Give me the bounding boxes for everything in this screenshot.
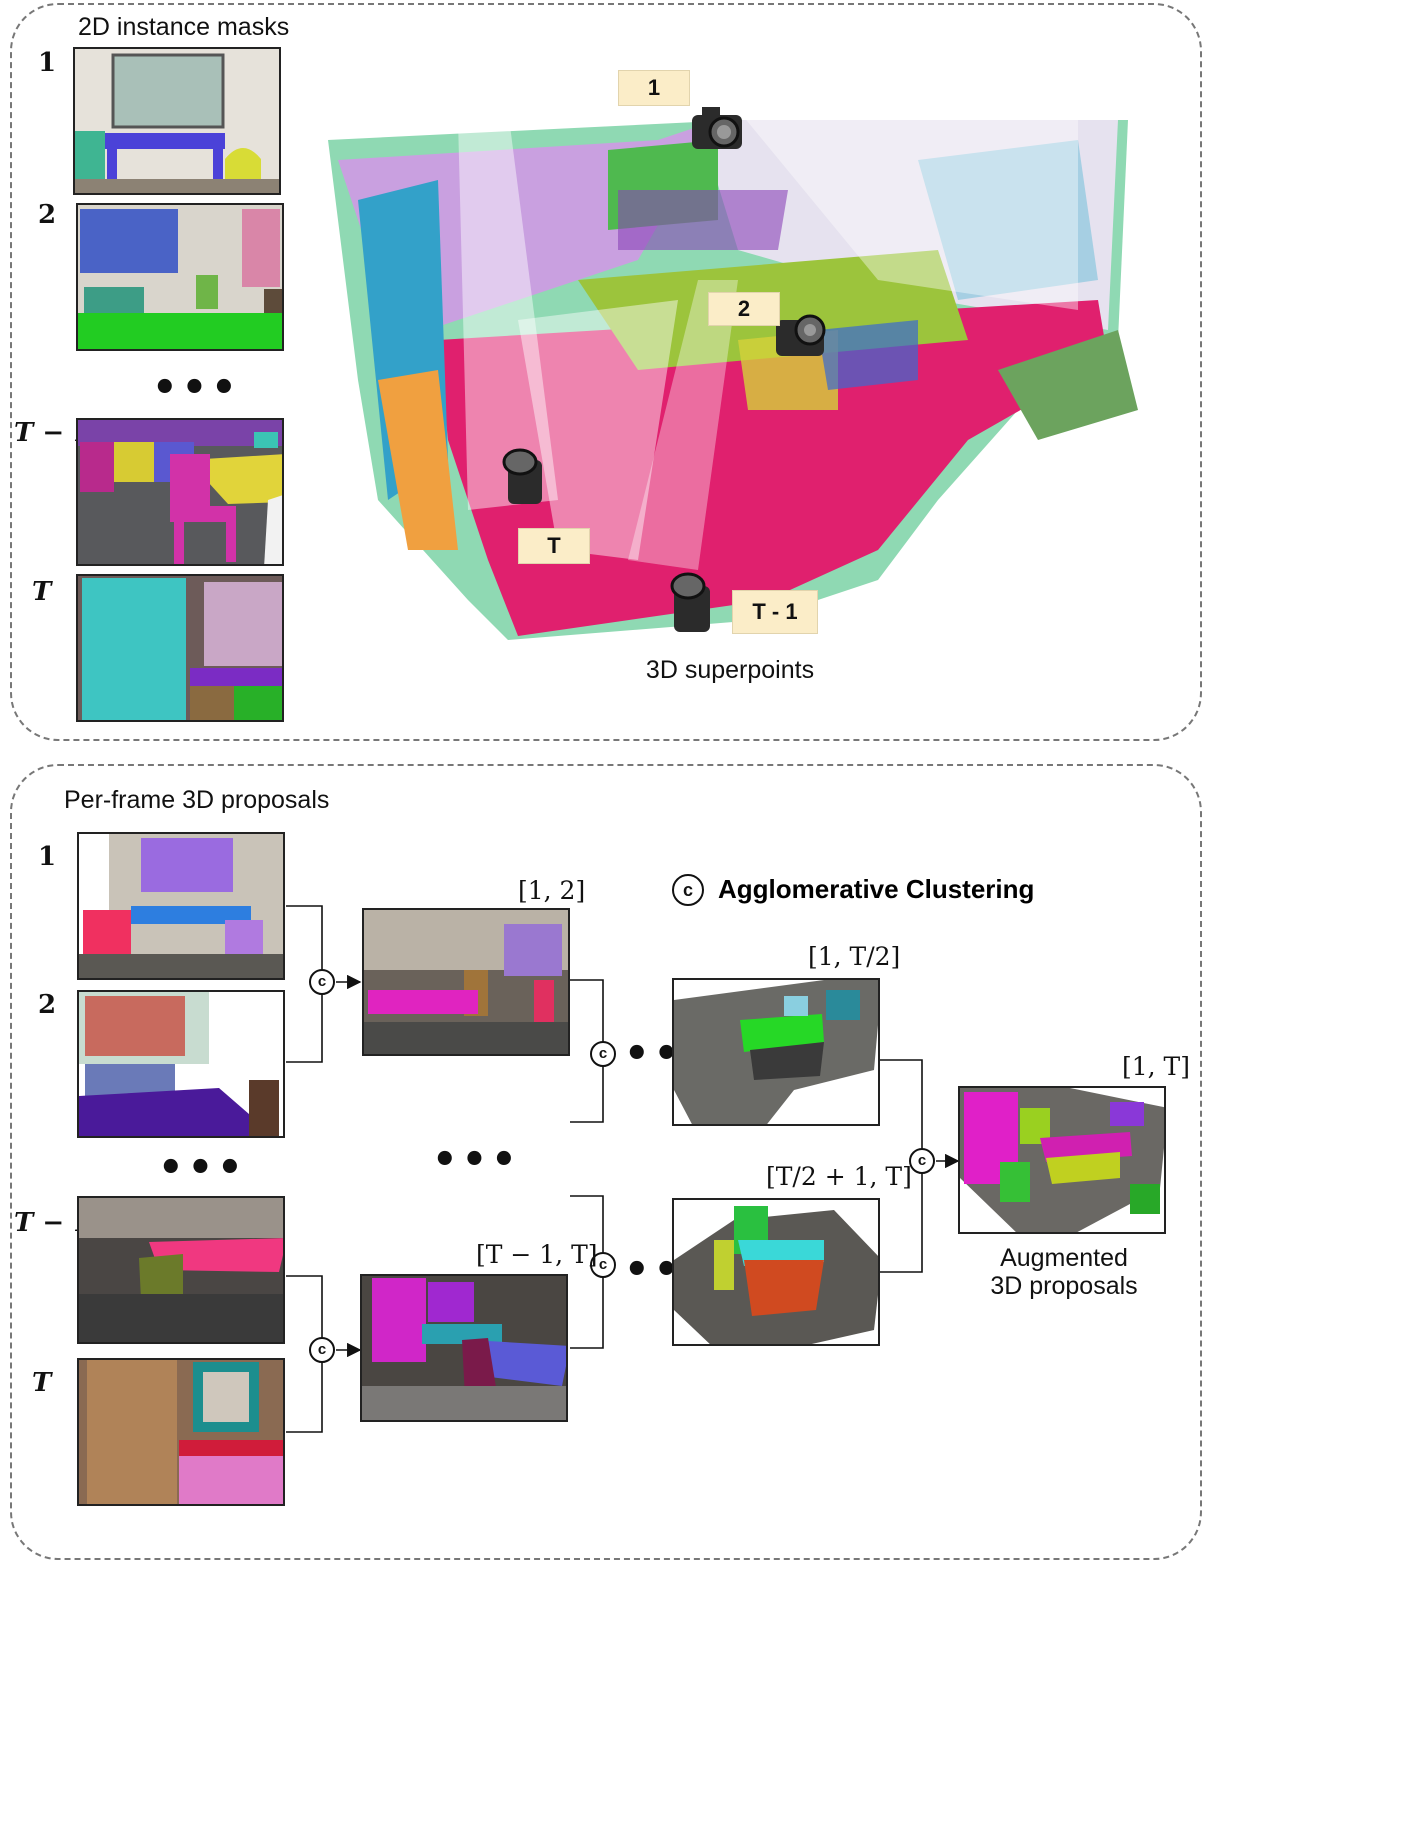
output-caption-line-1: Augmented [1000,1244,1128,1272]
mask-image-frame-t-minus-1-art [78,420,282,564]
range-label-1-2: [1, 2] [518,876,586,905]
merged-proposal-1-t-half-art [674,980,878,1124]
proposal-frame-t [77,1358,285,1506]
camera-t-minus-1-art [670,572,710,632]
cluster-node-final: c [909,1148,935,1174]
merged-proposal-t-half-1-t [672,1198,880,1346]
output-caption-line-2: 3D proposals [990,1272,1138,1300]
cluster-node-t-1-t: c [309,1337,335,1363]
range-label-1-t-half: [1, T/2] [808,942,901,971]
camera-t-art [502,448,542,504]
final-augmented-proposal [958,1086,1166,1234]
proposal-frame-1-art [79,834,283,978]
cluster-node-1-2: c [309,969,335,995]
superpoint-scene-art [328,110,1138,640]
mask-image-frame-t [76,574,284,722]
final-augmented-proposal-art [960,1088,1164,1232]
mask-image-frame-t-art [78,576,282,720]
bottom-frame-label-2: 2 [38,990,57,1020]
merged-proposal-1-2-art [364,910,568,1054]
camera-1-art [692,107,742,149]
mask-image-frame-2 [76,203,284,351]
range-label-t-half-1-t: [T/2 + 1, T] [766,1162,912,1191]
cluster-node-upper-mid: c [590,1041,616,1067]
top-panel [10,3,1202,741]
camera-label-t: T [518,528,590,564]
range-label-t-1-t: [T − 1, T] [476,1240,598,1269]
bottom-panel [10,764,1202,1560]
merged-proposal-t-1-t-art [362,1276,566,1420]
merged-proposal-1-t-half [672,978,880,1126]
proposal-frame-t-minus-1 [77,1196,285,1344]
proposal-frame-1 [77,832,285,980]
scene-caption: 3D superpoints [645,656,815,684]
cluster-node-lower-mid: c [590,1252,616,1278]
proposal-frame-t-art [79,1360,283,1504]
superpoint-scene [318,80,1154,640]
camera-label-1: 1 [618,70,690,106]
mask-image-frame-t-minus-1 [76,418,284,566]
top-frame-label-2: 2 [38,200,57,230]
mask-image-frame-1-art [75,49,279,193]
proposal-frame-2 [77,990,285,1138]
mask-image-frame-2-art [78,205,282,349]
proposal-frame-t-minus-1-art [79,1198,283,1342]
camera-2-art [776,314,826,356]
camera-label-t-minus-1: T - 1 [732,590,818,634]
bottom-panel-title: Per-frame 3D proposals [64,786,330,814]
range-label-1-t: [1, T] [1122,1052,1190,1081]
merged-proposal-t-1-t [360,1274,568,1422]
legend-cluster-symbol: c [672,874,704,906]
bottom-frame-label-1: 1 [38,842,57,872]
mask-image-frame-1 [73,47,281,195]
merged-proposal-1-2 [362,908,570,1056]
top-frame-label-t: T [32,577,52,607]
bottom-frame-label-t: T [32,1368,52,1398]
legend-label: Agglomerative Clustering [718,874,1035,904]
top-panel-title: 2D instance masks [78,13,290,41]
camera-label-2: 2 [708,292,780,326]
merged-proposal-t-half-1-t-art [674,1200,878,1344]
proposal-frame-2-art [79,992,283,1136]
top-frame-label-1: 1 [38,48,57,78]
